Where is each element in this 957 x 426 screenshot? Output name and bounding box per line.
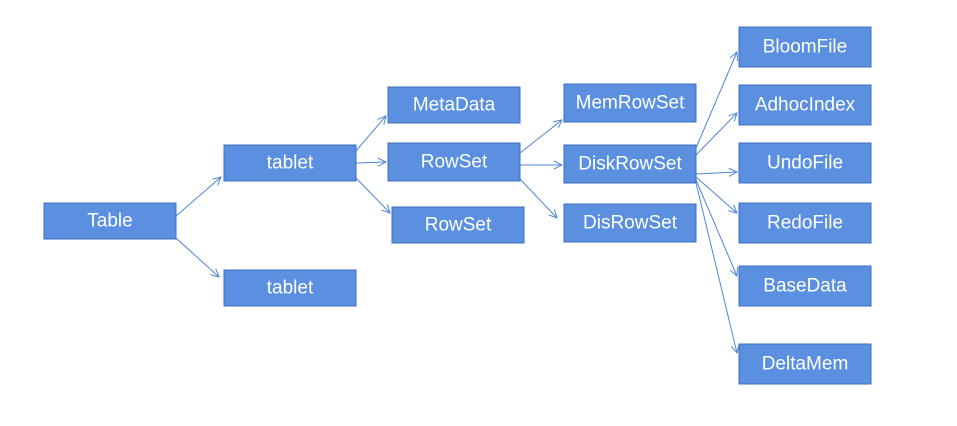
node-tablet-upper-label: tablet <box>267 153 314 174</box>
node-adhocindex: AdhocIndex <box>738 84 872 126</box>
node-memrowset-label: MemRowSet <box>576 93 685 114</box>
node-rowset-lower: RowSet <box>391 206 525 244</box>
node-basedata: BaseData <box>738 265 872 307</box>
node-tablet-lower-label: tablet <box>267 278 314 299</box>
edge-rowset1-memrowset <box>519 120 562 154</box>
node-rowset-lower-label: RowSet <box>425 215 492 236</box>
edge-tablet1-rowset1 <box>354 162 386 163</box>
node-adhocindex-label: AdhocIndex <box>755 95 856 116</box>
node-memrowset: MemRowSet <box>563 83 697 123</box>
nodes: Table tablet tablet MetaData RowSet RowS… <box>43 26 872 385</box>
edge-diskrowset-undofile <box>695 172 737 174</box>
node-tablet-lower: tablet <box>223 269 357 307</box>
edge-tablet1-rowset2 <box>354 176 390 213</box>
node-metadata-label: MetaData <box>413 95 496 116</box>
edges <box>175 52 737 353</box>
node-redofile-label: RedoFile <box>767 213 843 234</box>
edge-diskrowset-redofile <box>695 176 737 213</box>
edge-table-tablet2 <box>175 237 219 277</box>
node-table-label: Table <box>87 211 132 232</box>
node-tablet-upper: tablet <box>223 144 357 182</box>
node-deltamem: DeltaMem <box>738 343 872 385</box>
edge-table-tablet1 <box>175 177 221 217</box>
edge-tablet1-metadata <box>354 116 386 153</box>
node-rowset-upper-label: RowSet <box>421 152 488 173</box>
node-diskrowset-label: DiskRowSet <box>578 154 682 175</box>
node-disrowset-label: DisRowSet <box>583 213 678 234</box>
node-bloomfile-label: BloomFile <box>763 37 847 58</box>
node-deltamem-label: DeltaMem <box>762 354 849 375</box>
node-table: Table <box>43 202 177 240</box>
node-diskrowset: DiskRowSet <box>563 144 697 184</box>
node-basedata-label: BaseData <box>763 276 847 297</box>
node-metadata: MetaData <box>387 86 521 124</box>
node-undofile-label: UndoFile <box>767 153 843 174</box>
node-undofile: UndoFile <box>738 142 872 184</box>
edge-diskrowset-basedata <box>695 179 737 276</box>
node-disrowset: DisRowSet <box>563 203 697 243</box>
edge-rowset1-disrowset <box>519 178 557 218</box>
node-rowset-upper: RowSet <box>387 142 521 182</box>
edge-diskrowset-adhocindex <box>695 113 737 156</box>
node-bloomfile: BloomFile <box>738 26 872 68</box>
edge-diskrowset-bloomfile <box>695 52 737 149</box>
node-redofile: RedoFile <box>738 202 872 244</box>
edge-diskrowset-deltamem <box>695 182 737 353</box>
